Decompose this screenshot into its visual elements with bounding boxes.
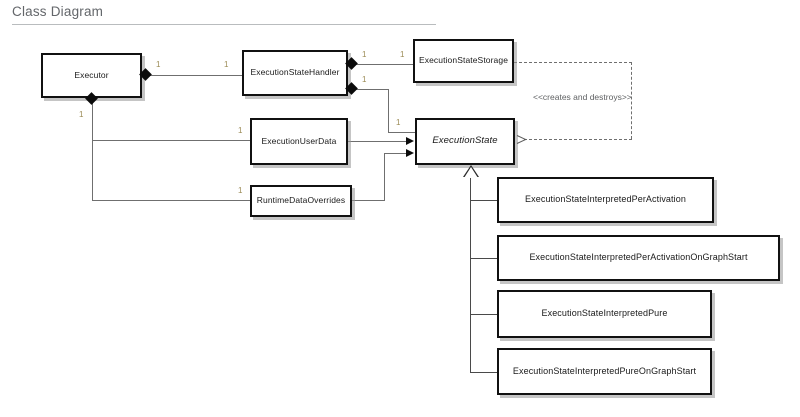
multiplicity-executor-userdata-target: 1: [238, 126, 243, 135]
multiplicity-executor-runtimeoverrides-target: 1: [238, 186, 243, 195]
arrowhead-runtimeoverrides-state: [406, 149, 414, 157]
generalization-trunk: [470, 176, 471, 372]
page-title: Class Diagram: [12, 4, 104, 19]
multiplicity-handler-storage-source: 1: [362, 50, 367, 59]
multiplicity-handler-storage-target: 1: [400, 50, 405, 59]
class-label-esi-per-activation-on-graph-start: ExecutionStateInterpretedPerActivationOn…: [529, 252, 748, 263]
connector-executor-trunk: [92, 103, 93, 201]
arrowhead-userdata-state: [406, 137, 414, 145]
class-box-esi-pure-on-graph-start[interactable]: ExecutionStateInterpretedPureOnGraphStar…: [497, 348, 712, 395]
connector-userdata-state: [348, 141, 408, 142]
class-label-execution-state-handler: ExecutionStateHandler: [250, 67, 340, 78]
arrowhead-dependency-state: [517, 135, 526, 144]
class-label-execution-user-data: ExecutionUserData: [261, 135, 337, 146]
class-label-esi-pure-on-graph-start: ExecutionStateInterpretedPureOnGraphStar…: [512, 365, 697, 376]
connector-executor-userdata: [92, 140, 251, 141]
multiplicity-handler-state-target: 1: [396, 118, 401, 127]
generalization-branch-1: [470, 200, 498, 201]
dependency-line-right: [631, 62, 632, 139]
generalization-branch-3: [470, 314, 498, 315]
class-label-runtime-data-overrides: RuntimeDataOverrides: [256, 195, 346, 206]
connector-statehandler-state-seg1: [356, 89, 388, 90]
connector-runtimeoverrides-state-seg3: [384, 153, 408, 154]
generalization-triangle: [464, 167, 478, 178]
connector-statehandler-state-seg3: [388, 132, 416, 133]
class-box-execution-state[interactable]: ExecutionState: [415, 118, 515, 165]
class-box-execution-user-data[interactable]: ExecutionUserData: [250, 118, 348, 165]
class-label-esi-per-activation: ExecutionStateInterpretedPerActivation: [525, 194, 686, 205]
multiplicity-executor-handler-target: 1: [224, 60, 229, 69]
class-box-runtime-data-overrides[interactable]: RuntimeDataOverrides: [250, 185, 352, 217]
class-label-execution-state-storage: ExecutionStateStorage: [418, 55, 509, 66]
class-label-execution-state: ExecutionState: [432, 135, 498, 147]
class-box-esi-pure[interactable]: ExecutionStateInterpretedPure: [497, 290, 712, 338]
multiplicity-handler-state-source: 1: [362, 75, 367, 84]
class-box-esi-per-activation-on-graph-start[interactable]: ExecutionStateInterpretedPerActivationOn…: [497, 235, 780, 281]
multiplicity-executor-bottom: 1: [79, 110, 84, 119]
class-label-esi-pure: ExecutionStateInterpretedPure: [541, 308, 668, 319]
title-divider: [12, 24, 436, 25]
dependency-line-top: [514, 62, 632, 63]
connector-executor-statehandler: [150, 75, 243, 76]
connector-statehandler-state-seg2: [388, 89, 389, 132]
class-label-executor: Executor: [74, 69, 109, 80]
connector-runtimeoverrides-state-seg2: [384, 153, 385, 201]
generalization-branch-2: [470, 258, 498, 259]
multiplicity-executor-handler-source: 1: [156, 60, 161, 69]
class-box-esi-per-activation[interactable]: ExecutionStateInterpretedPerActivation: [497, 177, 714, 223]
class-box-execution-state-storage[interactable]: ExecutionStateStorage: [413, 39, 514, 83]
class-box-execution-state-handler[interactable]: ExecutionStateHandler: [242, 50, 348, 96]
dependency-line-bottom: [524, 139, 632, 140]
stereotype-creates-and-destroys: <<creates and destroys>>: [533, 92, 632, 102]
connector-executor-runtimeoverrides: [92, 200, 251, 201]
connector-statehandler-statestorage: [356, 64, 414, 65]
connector-runtimeoverrides-state-seg1: [352, 200, 384, 201]
generalization-branch-4: [470, 372, 498, 373]
